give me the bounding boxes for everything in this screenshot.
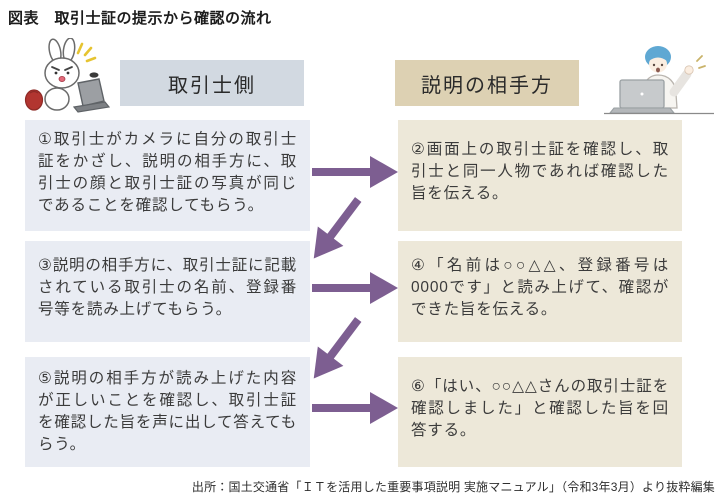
- step-box-6: ⑥「はい、○○△△さんの取引士証を確認しました」と確認した旨を回答する。: [398, 357, 682, 467]
- arrow-down-left-icon: [298, 307, 374, 390]
- arrow-right-icon: [312, 268, 398, 308]
- column-header-agent-side: 取引士側: [120, 60, 304, 106]
- source-note: 出所：国土交通省「ＩＴを活用した重要事項説明 実施マニュアル」（令和3年3月）よ…: [191, 480, 715, 494]
- step-box-3: ③説明の相手方に、取引士証に記載されている取引士の名前、登録番号等を読み上げても…: [25, 241, 310, 342]
- step-box-4: ④「名前は○○△△、登録番号は0000です」と読み上げて、確認ができた旨を伝える…: [398, 241, 682, 342]
- sparkle-icon: [76, 42, 97, 63]
- column-header-counterpart: 説明の相手方: [395, 60, 579, 106]
- rabbit-at-laptop-icon: [18, 37, 116, 123]
- step-box-1: ①取引士がカメラに自分の取引士証をかざし、説明の相手方に、取引士の顔と取引士証の…: [25, 120, 310, 231]
- person-at-laptop-icon: [604, 42, 716, 127]
- arrow-right-icon: [312, 152, 398, 192]
- arrow-right-icon: [312, 388, 398, 428]
- arrow-down-left-icon: [298, 187, 374, 270]
- step-box-2: ②画面上の取引士証を確認し、取引士と同一人物であれば確認した旨を伝える。: [398, 120, 682, 231]
- step-box-5: ⑤説明の相手方が読み上げた内容が正しいことを確認し、取引士証を確認した旨を声に出…: [25, 357, 310, 467]
- sparkle-icon: [696, 55, 706, 69]
- figure-title: 図表 取引士証の提示から確認の流れ: [8, 10, 272, 27]
